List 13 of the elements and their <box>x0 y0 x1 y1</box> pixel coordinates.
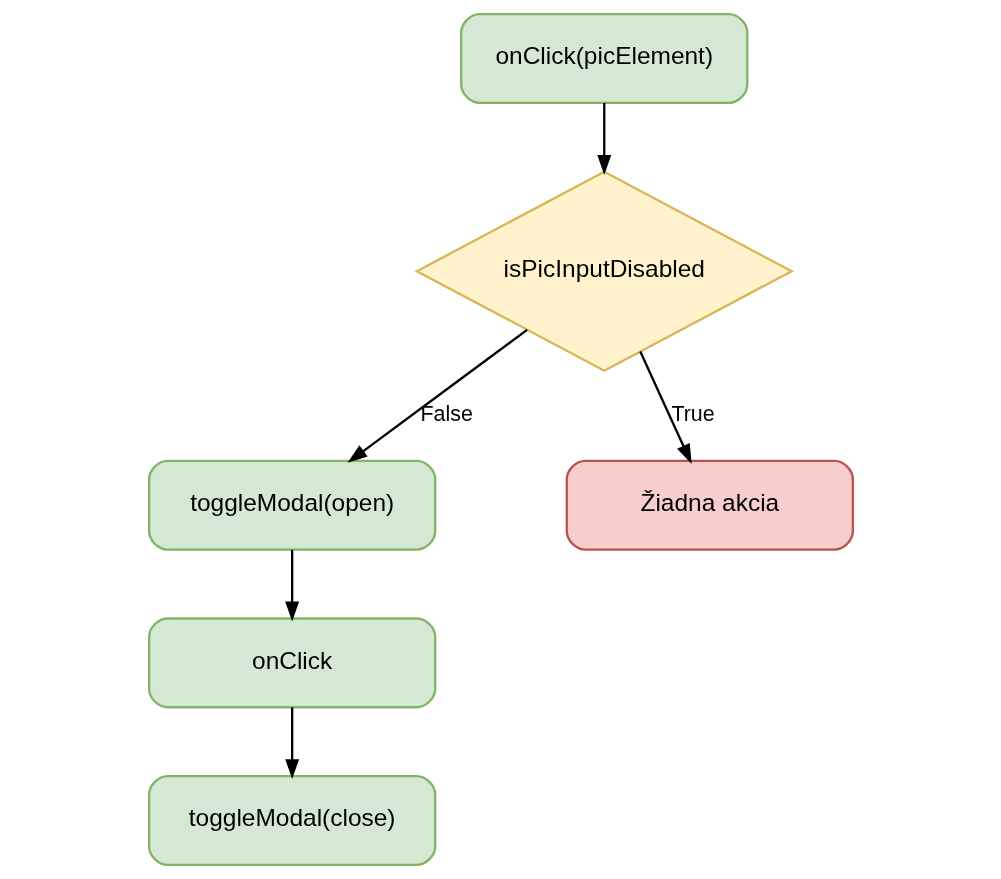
arrow <box>284 707 299 780</box>
node-box: toggleModal(close) <box>147 774 436 866</box>
node-box: onClick <box>147 617 436 709</box>
edge-label: True <box>670 402 715 427</box>
node-box: onClick(picElement) <box>459 13 748 105</box>
node-diamond: isPicInputDisabled <box>413 170 794 372</box>
node-box: toggleModal(open) <box>147 459 436 551</box>
edge-label: False <box>420 402 473 427</box>
arrow <box>596 103 611 175</box>
arrow <box>638 351 692 465</box>
arrow <box>284 549 299 622</box>
node-box: Žiadna akcia <box>565 459 854 551</box>
arrow <box>347 328 528 463</box>
